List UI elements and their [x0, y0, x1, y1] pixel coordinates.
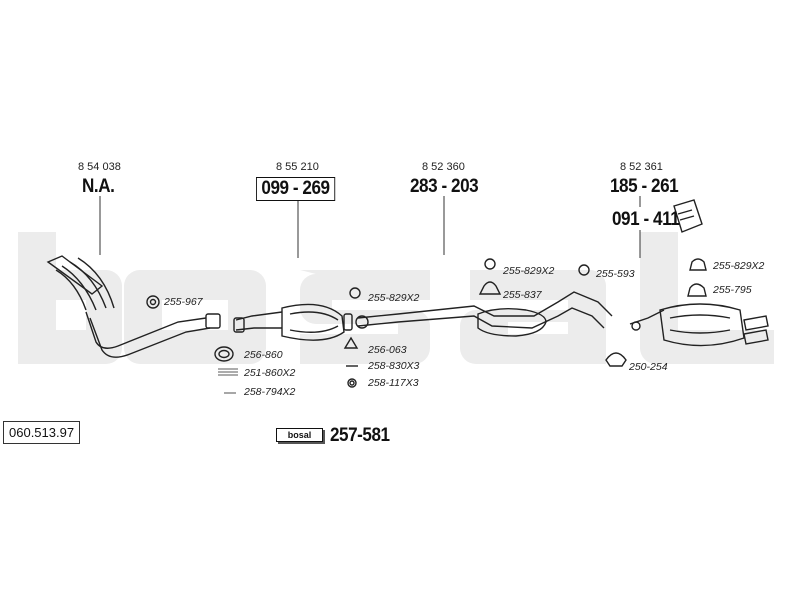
accessory-label-1[interactable]: 255-967: [164, 296, 203, 308]
front-pipe-drawing: [46, 255, 221, 358]
accessory-label-10[interactable]: 255-837: [503, 289, 542, 301]
accessory-label-5[interactable]: 255-829X2: [368, 292, 420, 304]
catalytic-converter-drawing: [214, 303, 353, 394]
accessory-label-6[interactable]: 256-063: [368, 344, 407, 356]
bosal-logo: bosal: [276, 428, 323, 442]
oe-number-2: 8 55 210: [276, 161, 319, 173]
oe-number-1: 8 54 038: [78, 161, 121, 173]
accessory-label-4[interactable]: 258-794X2: [244, 386, 296, 398]
accessory-label-9[interactable]: 255-829X2: [503, 265, 555, 277]
accessory-label-13[interactable]: 255-795: [713, 284, 752, 296]
oe-number-3: 8 52 360: [422, 161, 465, 173]
part-number-4[interactable]: 185 - 261: [610, 176, 679, 197]
leader-lines: [99, 196, 641, 258]
rear-silencer-drawing: [605, 199, 769, 367]
oe-number-4: 8 52 361: [620, 161, 663, 173]
accessory-label-2[interactable]: 256-860: [244, 349, 283, 361]
accessory-label-11[interactable]: 255-593: [596, 268, 635, 280]
part-number-3[interactable]: 283 - 203: [410, 176, 479, 197]
reference-number-box: 060.513.97: [3, 421, 81, 444]
kit-number[interactable]: 257-581: [330, 425, 390, 446]
accessory-label-7[interactable]: 258-830X3: [368, 360, 420, 372]
middle-silencer-drawing: [343, 258, 613, 388]
part-number-2[interactable]: 099 - 269: [256, 177, 336, 201]
part-number-1[interactable]: N.A.: [82, 176, 115, 197]
accessory-label-3[interactable]: 251-860X2: [244, 367, 296, 379]
accessory-label-8[interactable]: 258-117X3: [368, 377, 419, 389]
accessory-label-14[interactable]: 250-254: [629, 361, 668, 373]
accessory-label-12[interactable]: 255-829X2: [713, 260, 765, 272]
extra-part-number[interactable]: 091 - 411: [612, 209, 680, 230]
